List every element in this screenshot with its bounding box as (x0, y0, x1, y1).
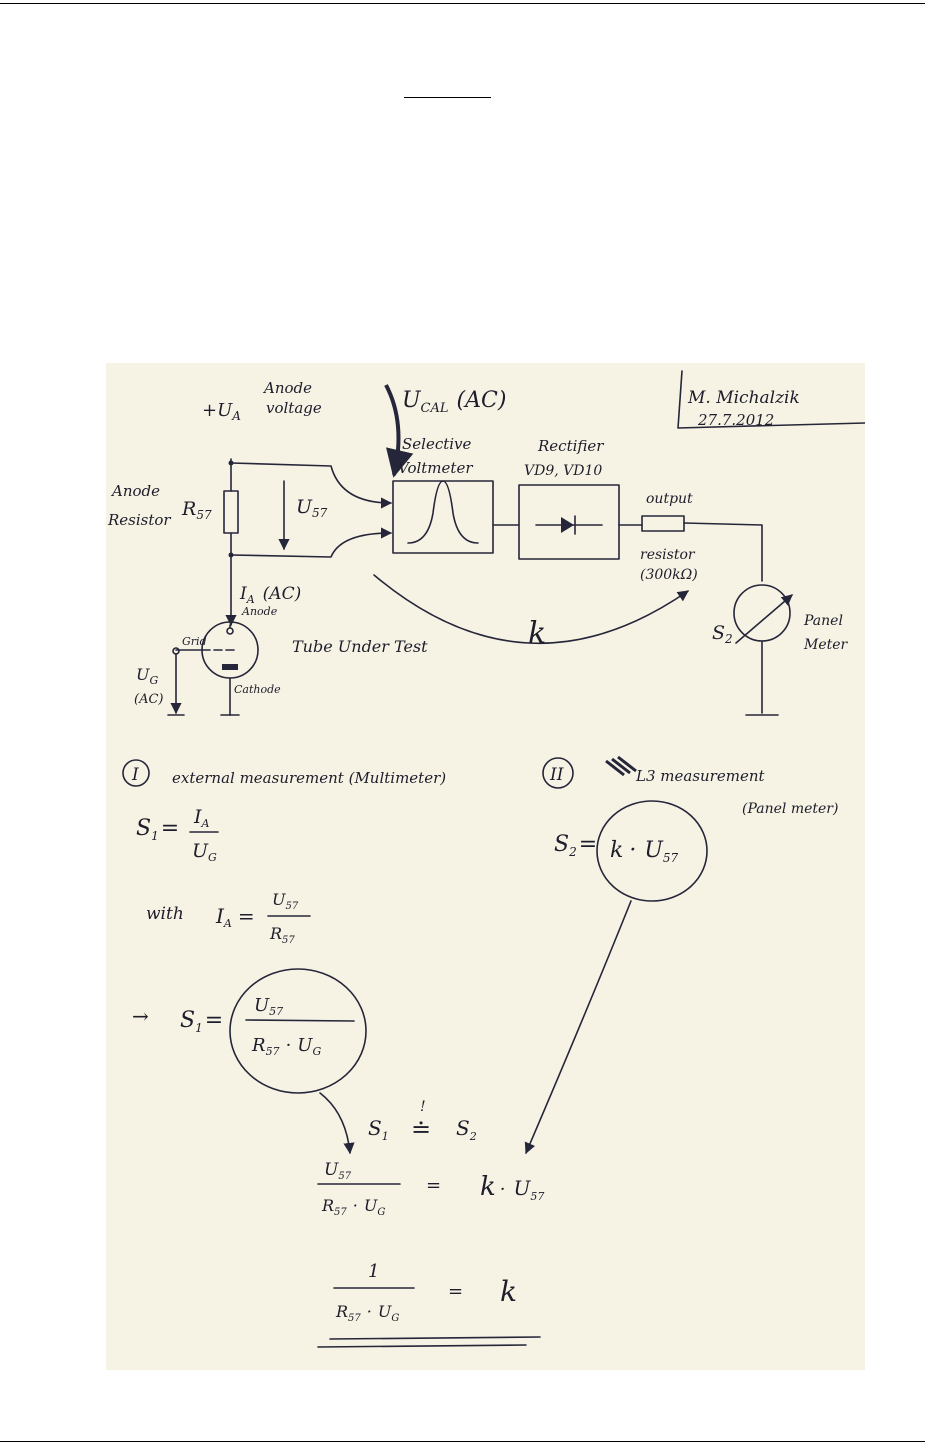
result-k: k (500, 1275, 517, 1308)
rectifier-parts: VD9, VD10 (524, 463, 602, 479)
result-denominator-2: R57·UG (335, 1302, 399, 1324)
paper-background (106, 363, 865, 1370)
anode-voltage-label-1: Anode (262, 379, 312, 397)
k-label: k (528, 616, 546, 651)
voltmeter-label-1: Selective (402, 435, 472, 453)
tube-cathode-label: Cathode (234, 683, 281, 696)
anode-voltage-label-2: voltage (266, 399, 322, 417)
output-resistor-value: (300kΩ) (640, 567, 698, 583)
method-1-heading: external measurement (Multimeter) (172, 769, 446, 787)
anode-resistor-label-1: Anode (110, 482, 160, 500)
result-one: 1 (368, 1261, 379, 1282)
rectifier-label: Rectifier (537, 437, 604, 455)
method-2-heading-2: (Panel meter) (742, 801, 838, 817)
handwritten-sheet: M. Michalzik 27.7.2012 Anode +UA voltage… (106, 363, 865, 1370)
panel-meter-label-1: Panel (803, 613, 843, 629)
method-1-numeral: I (131, 765, 139, 785)
method-1-with: with (146, 904, 184, 924)
header-underline (404, 97, 491, 98)
author-name: M. Michalzik (687, 388, 800, 408)
panel-meter-label-2: Meter (803, 637, 849, 653)
grid-voltage-ac: (AC) (134, 692, 163, 707)
method-2-heading: L3 measurement (635, 767, 765, 785)
tube-title: Tube Under Test (292, 637, 428, 656)
voltmeter-label-2: Voltmeter (398, 459, 473, 477)
bottom-rule (0, 1441, 925, 1442)
result-denominator: R57·UG (321, 1196, 385, 1218)
anode-resistor-label-2: Resistor (107, 511, 171, 529)
result-def-mark: ! (420, 1099, 426, 1115)
top-rule (0, 3, 925, 4)
output-label: output (646, 491, 693, 507)
method-2-numeral: II (549, 765, 564, 785)
author-date: 27.7.2012 (697, 411, 774, 429)
result-eq: = (426, 1175, 441, 1196)
tube-grid-label: Grid (182, 635, 207, 648)
result-def-eq: ≐ (411, 1115, 431, 1143)
method-1-denominator: R57·UG (251, 1035, 321, 1058)
method-1-arrow: → (132, 1004, 149, 1028)
tube-anode-label: Anode (241, 605, 278, 618)
result-eq-2: = (448, 1281, 463, 1302)
output-resistor-label: resistor (640, 547, 696, 563)
